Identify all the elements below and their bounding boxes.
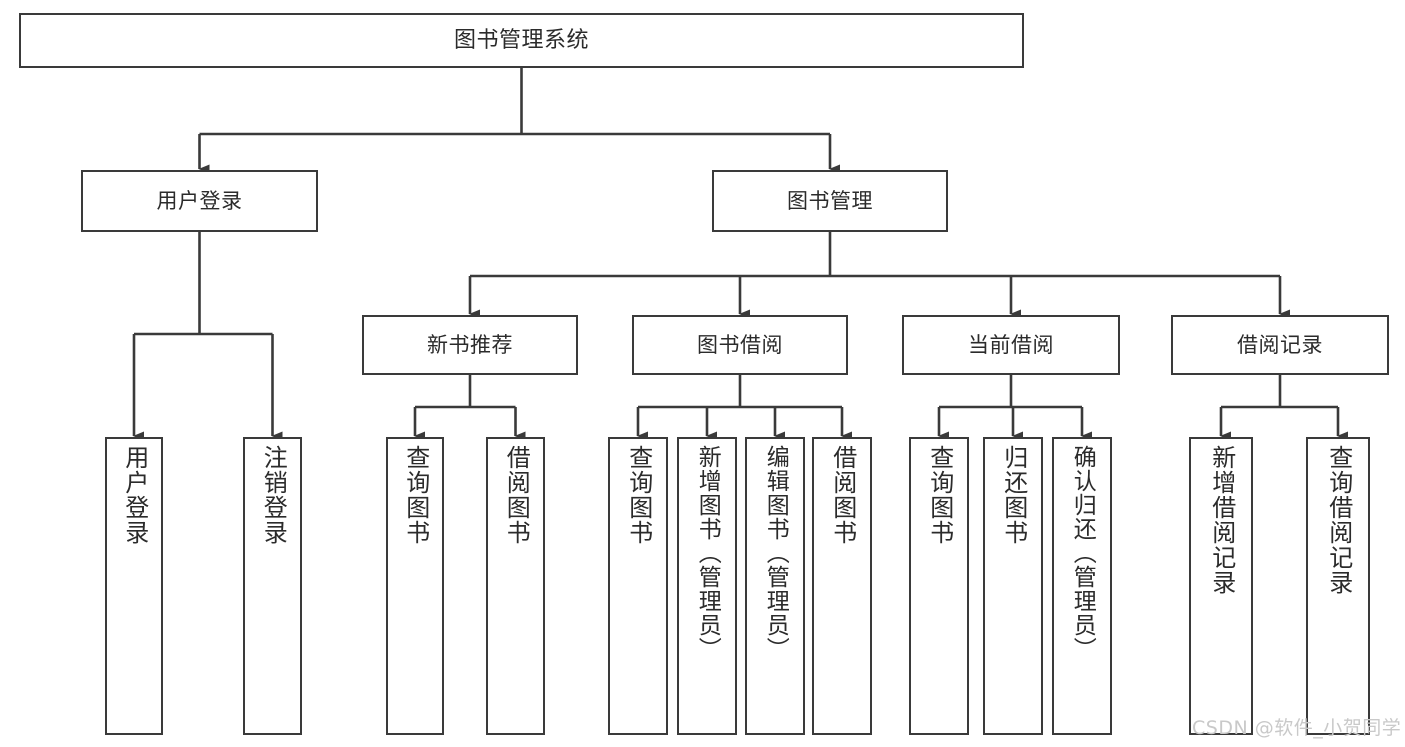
node-user-login[interactable]: 用户登录 — [81, 170, 318, 232]
leaf-borrow-books[interactable]: 借阅图书 — [812, 437, 872, 735]
node-label: 查询图书 — [925, 445, 954, 545]
node-label: 借阅记录 — [1237, 332, 1323, 357]
leaf-query-books-current[interactable]: 查询图书 — [909, 437, 969, 735]
node-label: 当前借阅 — [968, 332, 1054, 357]
node-label: 归还图书 — [999, 445, 1028, 545]
node-label: 用户登录 — [156, 188, 243, 213]
node-label: 借阅图书 — [502, 445, 531, 545]
node-label: 用户登录 — [120, 445, 149, 545]
node-root[interactable]: 图书管理系统 — [19, 13, 1024, 68]
watermark: CSDN @软件_小贺同学 — [1192, 717, 1402, 739]
node-label: 新增借阅记录 — [1207, 445, 1236, 595]
node-book-borrow[interactable]: 图书借阅 — [632, 315, 848, 375]
leaf-confirm-return-admin[interactable]: 确认归还（管理员） — [1052, 437, 1112, 735]
leaf-add-borrow-record[interactable]: 新增借阅记录 — [1189, 437, 1253, 735]
leaf-query-books[interactable]: 查询图书 — [608, 437, 668, 735]
node-borrow-records[interactable]: 借阅记录 — [1171, 315, 1389, 375]
leaf-borrow-books-recommend[interactable]: 借阅图书 — [486, 437, 545, 735]
leaf-query-books-recommend[interactable]: 查询图书 — [386, 437, 444, 735]
leaf-user-login[interactable]: 用户登录 — [105, 437, 163, 735]
node-label: 注销登录 — [259, 445, 288, 545]
node-label: 图书借阅 — [697, 332, 783, 357]
node-label: 确认归还（管理员） — [1069, 445, 1096, 661]
leaf-return-books[interactable]: 归还图书 — [983, 437, 1043, 735]
node-label: 查询借阅记录 — [1324, 445, 1353, 595]
node-label: 查询图书 — [624, 445, 653, 545]
node-label: 查询图书 — [401, 445, 430, 545]
node-label: 图书管理系统 — [453, 27, 589, 53]
node-label: 图书管理 — [787, 188, 873, 213]
node-book-management[interactable]: 图书管理 — [712, 170, 948, 232]
leaf-add-book-admin[interactable]: 新增图书（管理员） — [677, 437, 737, 735]
node-label: 编辑图书（管理员） — [762, 445, 789, 661]
connector-lines — [132, 68, 1348, 441]
leaf-edit-book-admin[interactable]: 编辑图书（管理员） — [745, 437, 805, 735]
leaf-user-logout[interactable]: 注销登录 — [243, 437, 302, 735]
leaf-query-borrow-record[interactable]: 查询借阅记录 — [1306, 437, 1370, 735]
node-label: 新增图书（管理员） — [694, 445, 721, 661]
node-new-book-recommend[interactable]: 新书推荐 — [362, 315, 578, 375]
node-label: 借阅图书 — [828, 445, 857, 545]
node-label: 新书推荐 — [427, 332, 513, 357]
node-current-borrow[interactable]: 当前借阅 — [902, 315, 1120, 375]
